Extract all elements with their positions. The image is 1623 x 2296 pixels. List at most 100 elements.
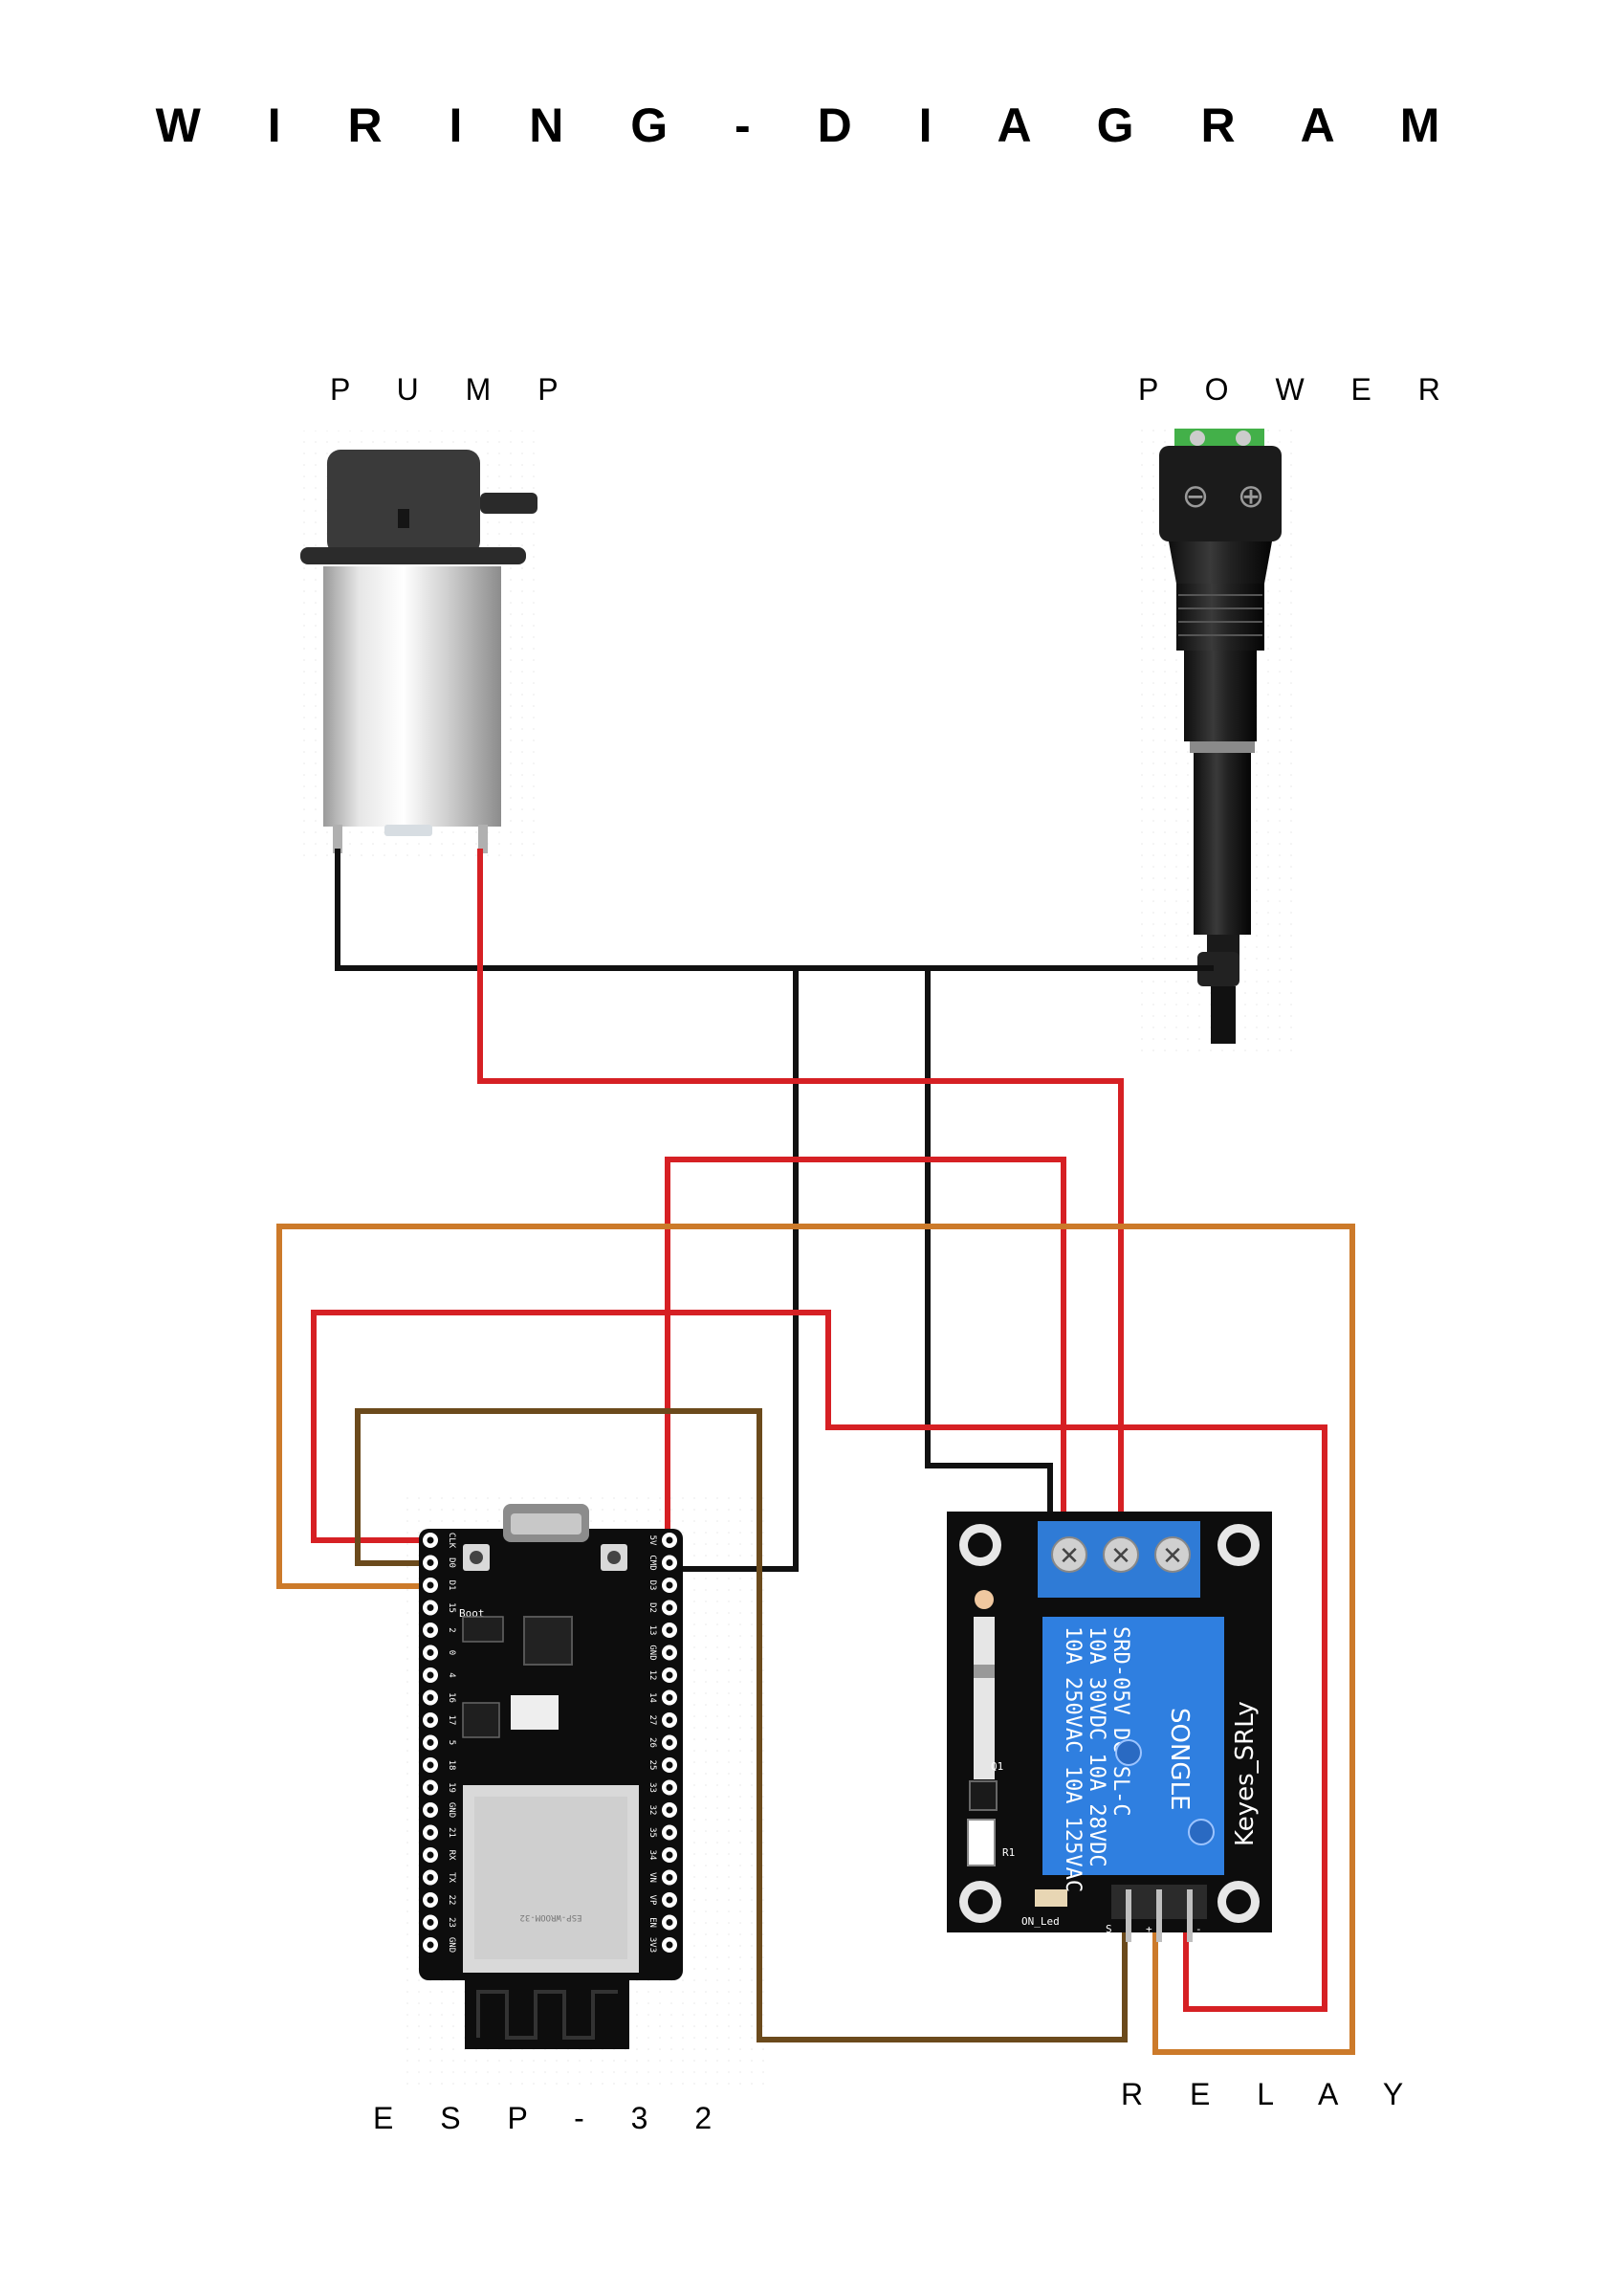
power-label: P O W E R <box>1138 372 1459 407</box>
esp32-right-pin-hole <box>666 1874 673 1881</box>
esp32-right-pin-label: D2 <box>647 1602 657 1613</box>
esp32-left-pin-hole <box>427 1806 434 1814</box>
esp32-left-pin-hole <box>427 1716 434 1724</box>
esp32-left-pin-label: GND <box>447 1937 456 1953</box>
pump-terminal-neg <box>333 825 342 853</box>
esp32-right-pin-hole <box>666 1536 673 1544</box>
pump-terminal-pos <box>478 825 488 853</box>
esp32-right-pin-hole <box>666 1649 673 1656</box>
relay-terminal-screws: ✕ ✕ ✕ <box>1051 1536 1191 1573</box>
esp32-right-pin-hole <box>666 1716 673 1724</box>
esp32-left-pin-hole <box>427 1604 434 1611</box>
relay-printed-text: 10A 250VAC 10A 125VAC 10A 30VDC 10A 28VD… <box>1061 1626 1194 1892</box>
esp32-left-pin-hole <box>427 1671 434 1679</box>
esp32-left-pin-label: 22 <box>447 1895 456 1906</box>
esp32-right-pin-hole <box>666 1671 673 1679</box>
relay-diode-band <box>974 1665 995 1678</box>
relay-spec-line-3: SRD-05V DC-SL-C <box>1108 1626 1132 1817</box>
esp32-left-pin-label: 23 <box>447 1917 456 1928</box>
esp32-right-pin-hole <box>666 1739 673 1746</box>
power-cable-sleeve <box>1197 952 1239 986</box>
esp32-right-pin-hole <box>666 1806 673 1814</box>
esp32-left-pin-label: 16 <box>447 1692 456 1703</box>
esp32-left-pin-label: 5 <box>447 1740 456 1745</box>
power-plus-icon: ⊕ <box>1238 477 1265 516</box>
wire-red-esp32-to-relay <box>665 1157 1066 1543</box>
esp32-right-pin-label: 32 <box>647 1805 657 1816</box>
pump-label: P U M P <box>330 372 578 407</box>
relay-resistor-r1 <box>967 1819 996 1866</box>
esp32-right-pin-label: 35 <box>647 1827 657 1838</box>
esp32-left-pin-hole <box>427 1694 434 1701</box>
esp32-left-pin-label: CLK <box>447 1533 456 1549</box>
relay-q1-label: Q1 <box>991 1760 1003 1773</box>
esp32-left-pin-hole <box>427 1829 434 1836</box>
esp32-left-pin-label: 19 <box>447 1782 456 1793</box>
esp32-right-pin-hole <box>666 1694 673 1701</box>
esp32-right-pin-label: GND <box>647 1645 657 1660</box>
power-jack-neck <box>1169 541 1272 584</box>
relay-screw-icon: ✕ <box>1110 1542 1131 1571</box>
esp32-right-pin-label: 33 <box>647 1782 657 1793</box>
wire-brown-esp32-to-relay <box>355 1408 1128 2042</box>
pump-motor-body <box>323 566 501 827</box>
esp32-module-can <box>474 1797 627 1959</box>
relay-spec-line-1: 10A 250VAC 10A 125VAC <box>1061 1626 1085 1892</box>
esp32-right-pin-label: 3V3 <box>647 1937 657 1953</box>
wire-black-relay-com <box>925 965 1053 1526</box>
esp32-right-pin-label: CMD <box>647 1555 657 1570</box>
esp32-right-pin-label: 5V <box>647 1535 657 1546</box>
diagram-title: W I R I N G - D I A G R A M <box>156 99 1467 152</box>
esp32-module-text: ESP-WROOM-32 <box>519 1912 581 1922</box>
relay-screw-icon: ✕ <box>1162 1542 1183 1571</box>
esp32-left-pin-hole <box>427 1851 434 1859</box>
esp32-right-pin-hole <box>666 1851 673 1859</box>
esp32-right-pin-hole <box>666 1784 673 1791</box>
wires <box>276 849 1355 2055</box>
esp32-right-pin-label: 13 <box>647 1625 657 1636</box>
power-minus-icon: ⊖ <box>1182 477 1210 516</box>
relay-resistor-cap <box>975 1590 994 1609</box>
esp32-right-pin-label: VN <box>647 1872 657 1883</box>
esp32-antenna-trace <box>476 1990 618 2040</box>
esp32-right-pin-hole <box>666 1559 673 1566</box>
esp32-right-pin-hole <box>666 1896 673 1904</box>
esp32-left-pin-hole <box>427 1739 434 1746</box>
wire-red-relay-vcc <box>311 1310 1327 2012</box>
relay-module: ✕ ✕ ✕ 10A 250VAC 10A 125VAC 10A 30VDC 10… <box>947 1512 1272 1942</box>
relay-spec-line-2: 10A 30VDC 10A 28VDC <box>1085 1626 1108 1867</box>
esp32-right-pin-label: 14 <box>647 1692 657 1703</box>
esp32-transistor <box>462 1702 500 1738</box>
power-jack-housing <box>1159 446 1282 541</box>
pump-outlet <box>480 493 537 514</box>
esp32-right-pin-hole <box>666 1581 673 1589</box>
power-jack-ring <box>1190 741 1255 753</box>
esp32-left-pin-hole <box>427 1941 434 1949</box>
esp32-left-pin-hole <box>427 1649 434 1656</box>
esp32-left-pin-label: D0 <box>447 1557 456 1568</box>
esp32-right-pin-label: 26 <box>647 1737 657 1748</box>
power-jack-ribs <box>1178 594 1262 636</box>
wire-red-pump-to-relay <box>477 849 1124 1526</box>
esp32-right-pin-hole <box>666 1604 673 1611</box>
pump-flange <box>300 547 526 564</box>
esp32-left-pin-hole <box>427 1626 434 1634</box>
esp32-left-pin-label: 15 <box>447 1602 456 1613</box>
esp32-board: Boot ESP-WROOM-32 CLKD0D115204161751819G… <box>419 1504 683 2049</box>
esp32-left-pin-hole <box>427 1581 434 1589</box>
esp32-right-pin-hole <box>666 1919 673 1926</box>
power-cable <box>1211 986 1236 1044</box>
relay-led-label: ON_Led <box>1021 1915 1060 1928</box>
esp32-right-pin-hole <box>666 1941 673 1949</box>
esp32-left-header <box>423 1533 438 1953</box>
power-jack: ⊖ ⊕ <box>1159 429 1282 1044</box>
pump-motor <box>300 450 537 853</box>
esp32-regulator <box>462 1616 504 1643</box>
relay-maker-text: SONGLE <box>1165 1708 1194 1810</box>
esp32-label: E S P - 3 2 <box>373 2101 731 2135</box>
relay-r1-label: R1 <box>1002 1846 1015 1859</box>
relay-on-led <box>1035 1889 1067 1907</box>
relay-pin-minus-label: - <box>1195 1923 1202 1935</box>
esp32-right-pin-label: 12 <box>647 1670 657 1681</box>
relay-screw-icon: ✕ <box>1059 1542 1080 1571</box>
